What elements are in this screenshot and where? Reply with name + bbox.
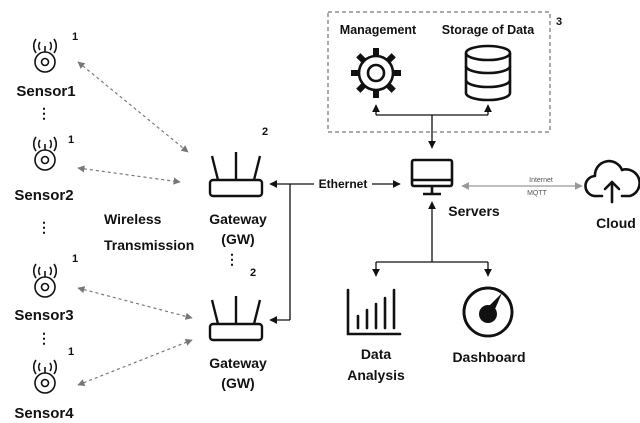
cloud-upload-icon [584,159,640,204]
cloud-label: Cloud [596,215,636,231]
wireless-label-line2: Transmission [104,237,194,253]
bar-chart-icon [346,288,402,336]
wireless-links [77,61,193,386]
sensor-4-label: Sensor4 [14,405,74,422]
ellipsis: ⋮ [225,251,239,267]
wireless-sensor-icon [32,136,58,171]
ellipsis: ⋮ [37,105,51,121]
internet-label: Internet [529,177,553,184]
cloud [584,159,640,204]
data-analysis-label-line1: Data [361,346,392,362]
storage [464,44,512,102]
gateway-2 [208,296,264,342]
ethernet-links [269,180,401,324]
services-links [372,104,492,149]
sensor-1-label: Sensor1 [16,83,75,100]
gateway-1-label-line2: (GW) [221,231,254,247]
gauge-icon [462,286,514,338]
gateway-1-number: 2 [262,126,268,138]
sensor-3-label: Sensor3 [14,307,73,324]
services-group [327,11,551,133]
sensor-2 [32,136,58,171]
servers [410,158,454,196]
management-label: Management [340,23,417,37]
data-analysis [346,288,402,336]
sensor-3 [32,263,58,298]
gateway-2-number: 2 [250,267,256,279]
management [351,48,401,98]
servers-label: Servers [448,203,500,219]
ellipsis: ⋮ [37,219,51,235]
wireless-sensor-icon [32,38,58,73]
monitor-icon [410,158,454,196]
database-icon [464,44,512,102]
ethernet-label: Ethernet [319,177,368,191]
sensor-2-number: 1 [68,134,74,146]
sensor-4-number: 1 [68,346,74,358]
ellipsis: ⋮ [37,330,51,346]
sensor-3-number: 1 [72,253,78,265]
storage-label: Storage of Data [442,23,535,37]
gateway-2-label-line2: (GW) [221,375,254,391]
wireless-sensor-icon [32,263,58,298]
group-number: 3 [556,16,562,28]
dashboard-label: Dashboard [452,349,525,365]
gateway-1-label-line1: Gateway [209,211,267,227]
router-icon [208,296,264,342]
sensor-2-label: Sensor2 [14,187,73,204]
sensor-4 [32,359,58,394]
wireless-label-line1: Wireless [104,211,162,227]
mqtt-label: MQTT [527,190,548,197]
output-links [372,201,492,277]
sensor-1 [32,38,58,73]
gateway-2-label-line1: Gateway [209,355,267,371]
data-analysis-label-line2: Analysis [347,367,405,383]
wireless-sensor-icon [32,359,58,394]
router-icon [208,152,264,198]
gateway-1 [208,152,264,198]
dashboard [462,286,514,338]
gear-icon [351,48,401,98]
sensor-1-number: 1 [72,31,78,43]
